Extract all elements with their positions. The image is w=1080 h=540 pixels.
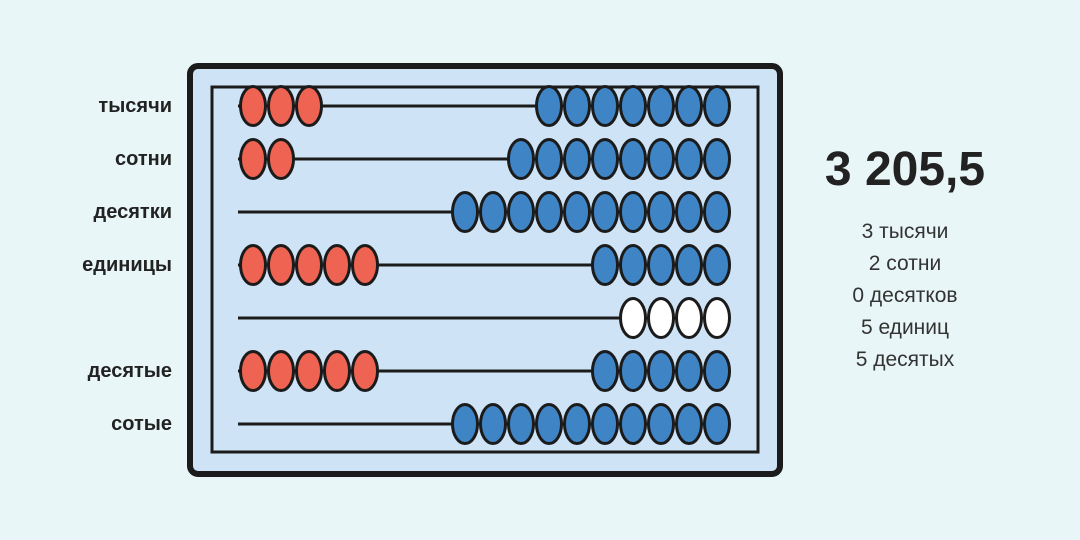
uncounted-bead: [675, 191, 703, 233]
uncounted-bead: [619, 138, 647, 180]
counted-bead: [239, 244, 267, 286]
uncounted-bead: [619, 191, 647, 233]
uncounted-bead: [563, 403, 591, 445]
counted-bead: [295, 350, 323, 392]
uncounted-bead: [647, 403, 675, 445]
row-label: десятки: [93, 201, 172, 223]
uncounted-bead: [591, 138, 619, 180]
uncounted-bead: [479, 191, 507, 233]
counted-bead: [323, 244, 351, 286]
uncounted-bead: [619, 244, 647, 286]
uncounted-bead: [675, 138, 703, 180]
uncounted-bead: [647, 350, 675, 392]
breakdown-thousands: 3 тысячи: [861, 220, 949, 243]
number-value: 3 205,5: [824, 143, 986, 196]
uncounted-bead: [703, 403, 731, 445]
counted-bead: [239, 350, 267, 392]
uncounted-bead: [675, 85, 703, 127]
counted-bead: [267, 350, 295, 392]
counted-bead: [239, 138, 267, 180]
uncounted-bead: [535, 85, 563, 127]
uncounted-bead: [591, 244, 619, 286]
row-label: сотни: [114, 148, 172, 170]
uncounted-bead: [619, 85, 647, 127]
counted-bead: [351, 350, 379, 392]
uncounted-bead: [619, 350, 647, 392]
uncounted-bead: [507, 403, 535, 445]
uncounted-bead: [703, 244, 731, 286]
breakdown-hundreds: 2 сотни: [868, 252, 942, 275]
decimal-separator-bead: [619, 297, 647, 339]
uncounted-bead: [703, 85, 731, 127]
uncounted-bead: [591, 350, 619, 392]
uncounted-bead: [647, 191, 675, 233]
uncounted-bead: [563, 85, 591, 127]
counted-bead: [323, 350, 351, 392]
row-label: сотые: [111, 413, 172, 435]
uncounted-bead: [563, 191, 591, 233]
uncounted-bead: [591, 191, 619, 233]
decimal-separator-bead: [703, 297, 731, 339]
counted-bead: [351, 244, 379, 286]
uncounted-bead: [675, 403, 703, 445]
breakdown-tenths: 5 десятых: [855, 348, 955, 371]
counted-bead: [267, 85, 295, 127]
uncounted-bead: [507, 138, 535, 180]
counted-bead: [295, 85, 323, 127]
row-label: десятые: [87, 360, 172, 382]
uncounted-bead: [703, 191, 731, 233]
row-label: тысячи: [98, 95, 172, 117]
uncounted-bead: [479, 403, 507, 445]
uncounted-bead: [591, 85, 619, 127]
breakdown-ones: 5 единиц: [860, 316, 950, 339]
counted-bead: [295, 244, 323, 286]
uncounted-bead: [535, 138, 563, 180]
abacus-inner-frame: [210, 85, 760, 454]
counted-bead: [239, 85, 267, 127]
uncounted-bead: [619, 403, 647, 445]
uncounted-bead: [591, 403, 619, 445]
uncounted-bead: [451, 191, 479, 233]
uncounted-bead: [451, 403, 479, 445]
uncounted-bead: [535, 403, 563, 445]
uncounted-bead: [563, 138, 591, 180]
uncounted-bead: [535, 191, 563, 233]
uncounted-bead: [647, 138, 675, 180]
counted-bead: [267, 244, 295, 286]
counted-bead: [267, 138, 295, 180]
breakdown-tens: 0 десятков: [852, 284, 958, 307]
uncounted-bead: [675, 244, 703, 286]
uncounted-bead: [647, 244, 675, 286]
row-label: единицы: [82, 254, 172, 276]
uncounted-bead: [647, 85, 675, 127]
uncounted-bead: [675, 350, 703, 392]
uncounted-bead: [703, 138, 731, 180]
uncounted-bead: [507, 191, 535, 233]
decimal-separator-bead: [647, 297, 675, 339]
place-value-breakdown: 3 тысячи 2 сотни 0 десятков 5 единиц 5 д…: [790, 216, 1020, 376]
decimal-separator-bead: [675, 297, 703, 339]
uncounted-bead: [703, 350, 731, 392]
